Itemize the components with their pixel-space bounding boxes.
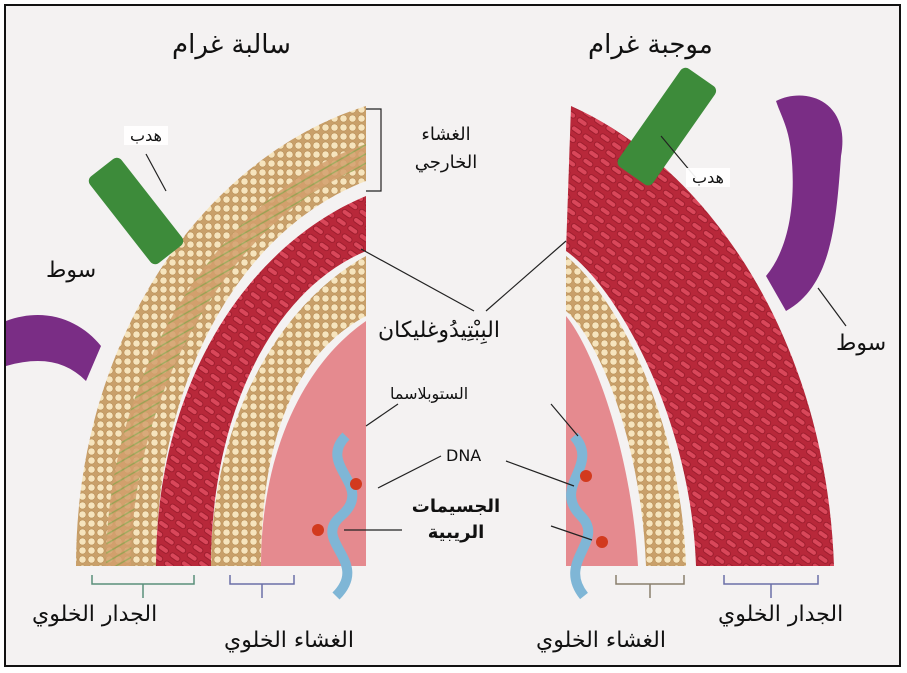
figure-frame: سالبة غرام موجبة غرام هدب هدب سوط سوط ال… — [4, 4, 901, 667]
label-flagellum-right: سوط — [836, 331, 886, 357]
label-outer-membrane-line2: الخارجي — [406, 152, 486, 174]
gram-positive-cell — [566, 65, 842, 566]
label-pili-left: هدب — [124, 126, 168, 145]
bracket-cell-wall-left — [92, 575, 194, 598]
label-dna: DNA — [446, 446, 481, 465]
bracket-cell-wall-right — [724, 575, 818, 598]
label-ribosomes: الجسيمات الريبية — [406, 496, 506, 543]
label-ribosomes-line1: الجسيمات — [406, 496, 506, 518]
header-gram-positive: موجبة غرام — [588, 30, 713, 61]
header-gram-negative: سالبة غرام — [172, 30, 291, 61]
label-peptidoglycan: البِبْتِيدُوغليكان — [378, 318, 500, 344]
bracket-cell-membrane-right — [616, 575, 684, 598]
label-pili-right: هدب — [686, 168, 730, 187]
pili-left — [86, 155, 185, 266]
label-cell-wall-left: الجدار الخلوي — [32, 602, 157, 628]
label-flagellum-left: سوط — [46, 258, 96, 284]
ribosome — [312, 524, 324, 536]
ribosome — [596, 536, 608, 548]
label-outer-membrane-line1: الغشاء — [406, 124, 486, 146]
flagellum-left — [6, 315, 101, 381]
label-outer-membrane: الغشاء الخارجي — [406, 124, 486, 173]
ribosome — [580, 470, 592, 482]
ribosome — [350, 478, 362, 490]
gram-negative-cell — [6, 106, 366, 566]
label-cytoplasm: الستوبلاسما — [390, 384, 468, 403]
label-cell-wall-right: الجدار الخلوي — [718, 602, 843, 628]
label-ribosomes-line2: الريبية — [406, 522, 506, 544]
bracket-cell-membrane-left — [230, 575, 294, 598]
label-cell-membrane-left: الغشاء الخلوي — [224, 628, 354, 654]
flagellum-right — [766, 96, 842, 311]
label-cell-membrane-right: الغشاء الخلوي — [536, 628, 666, 654]
